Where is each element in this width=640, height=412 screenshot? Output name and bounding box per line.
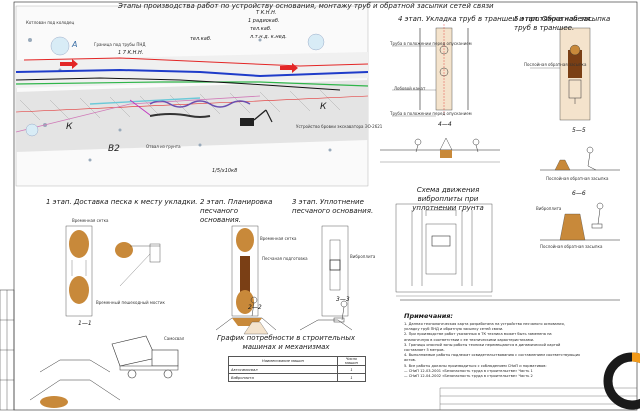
machine-name: Виброплита <box>228 373 338 382</box>
section-2-2: 2—2 <box>248 304 262 311</box>
label-rope: Лобовой канат <box>394 86 426 91</box>
note-line: 1. Данная технологическая карта разработ… <box>404 322 565 326</box>
plan-label-dev: Устройство бровки экскаватора ЭО-2621 <box>296 124 383 129</box>
plan-label-a: А <box>72 40 78 49</box>
note-line: 2. При производстве работ указанных в ТК… <box>404 332 552 337</box>
note-line: укладку труб ПНД и обратную засыпку сете… <box>404 327 504 332</box>
stage-3-title: 3 этап. Уплотнение песчаного основания. <box>292 198 374 215</box>
plan-label-pipe2: 1 радиокаб. <box>248 18 280 24</box>
plan-label-pipe1: Т К.Н.Н. <box>256 10 277 16</box>
label-fence: Временная сетка <box>72 218 109 223</box>
stage-2-drawing <box>215 225 277 335</box>
plan-label-b2: В2 <box>108 144 120 154</box>
section-1-1: 1—1 <box>78 320 92 327</box>
label-pipe-pos: Труба в положении перед опусканием <box>390 41 472 46</box>
note-line: — СНиП 12-03-2001 «Безопасность труда в … <box>404 368 533 373</box>
plan-label-well: Котлован под колодец <box>26 20 75 25</box>
label-pipe-pos-2: Труба в положении перед опусканием <box>390 111 472 116</box>
plan-title: Этапы производства работ по устройству о… <box>118 2 494 10</box>
machine-name: Автосамосвал <box>228 365 338 374</box>
table-row: Наименование машин Число машин <box>228 356 366 366</box>
stage-2-title: 2 этап. Планировка песчаного основания. <box>200 198 273 224</box>
label-truck: Самосвал <box>164 336 185 341</box>
stage-1-drawing <box>29 225 179 408</box>
machines-title: График потребности в строительных машина… <box>217 334 355 351</box>
stage-3-drawing <box>299 225 353 331</box>
plan-label-pipe3: тел.каб. <box>250 26 272 32</box>
note-line: актов. <box>404 358 416 363</box>
note-line: 5. Все работы должны производиться с соб… <box>404 363 547 368</box>
note-line: аналогичную в соответствии с ее техничес… <box>404 337 535 342</box>
notes-list: 1. Данная технологическая карта разработ… <box>404 322 600 379</box>
label-layer-2: Послойная обратная засыпка <box>546 176 609 181</box>
machines-table: Наименование машин Число машин Автосамос… <box>228 356 366 382</box>
label-plate-3: Виброплита <box>350 254 376 259</box>
note-line: 4. Выполняемые работы подлежат освидетел… <box>404 353 581 358</box>
note-line: — СНиП 12-04-2002 «Безопасность труда в … <box>404 374 533 379</box>
plan-label-border: Граница под трубы ПНД <box>94 42 146 47</box>
stage-5-title: 5 этап. Обратная засыпка труб в траншее. <box>514 15 611 32</box>
label-fence-2: Временная сетка <box>260 236 297 241</box>
stage-5-drawing <box>530 27 620 241</box>
label-layer-3: Послойная обратная засыпка <box>540 244 603 249</box>
plan-label-k2: К <box>320 102 327 112</box>
section-4-4: 4—4 <box>438 121 452 128</box>
machines-col-name: Наименование машин <box>228 356 338 366</box>
site-plan <box>15 5 369 187</box>
machines-col-qty: Число машин <box>337 356 366 366</box>
excavator-icon <box>240 109 273 126</box>
table-row: Автосамосвал 1 <box>228 365 366 374</box>
machine-qty: 1 <box>337 373 366 382</box>
company-logo-icon <box>603 352 640 410</box>
note-line: 3. Границы опасной зоны работы техники п… <box>404 342 561 347</box>
left-title-strip <box>0 289 15 411</box>
section-6-6: 6—6 <box>572 190 586 197</box>
label-sand: Песчаная подготовка <box>262 256 308 261</box>
plan-label-tel: тел.каб. <box>190 36 212 42</box>
label-bridge: Временный пешеходный мостик <box>96 300 165 305</box>
plan-label-pipe4: л.т.н.д. к.нед. <box>250 34 287 40</box>
section-3-3: 3—3 <box>336 296 350 303</box>
dump-truck-icon <box>111 335 179 379</box>
notes-title: Примечания: <box>404 312 454 320</box>
table-row: Виброплита 1 <box>228 373 366 382</box>
stage-1-title: 1 этап. Доставка песка к месту укладки. <box>46 198 198 206</box>
section-5-5: 5—5 <box>572 127 586 134</box>
plan-label-k1: К <box>66 122 73 132</box>
stage-4-title: 4 этап. Укладка труб в траншеи и протяжк… <box>398 15 593 23</box>
vibro-scheme <box>395 203 493 297</box>
plan-label-kn: 1 7 К.Н.Н. <box>118 50 144 56</box>
machine-qty: 1 <box>337 365 366 374</box>
stage-4-drawing <box>380 24 500 163</box>
plan-label-cable: 1/5/х10к8 <box>212 168 238 174</box>
label-layer: Послойная обратная засыпка <box>524 62 587 67</box>
note-line: составляет 5 метров. <box>404 348 445 353</box>
plan-label-dump: Отвал из грунта <box>146 144 181 149</box>
scheme-title: Схема движения виброплиты при уплотнении… <box>412 186 484 212</box>
label-plate: Виброплита <box>536 206 562 211</box>
